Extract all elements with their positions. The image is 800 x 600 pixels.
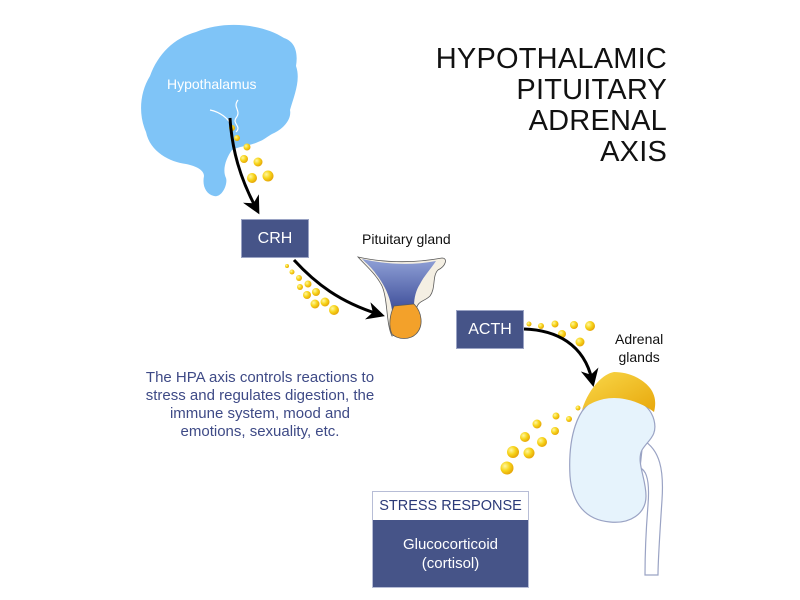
brain-silhouette <box>141 24 298 197</box>
arrow-crh-to-pituitary <box>292 258 385 320</box>
adrenal-label-line: Adrenal <box>615 331 664 347</box>
crh-release-dots <box>229 125 274 183</box>
pituitary-gland-label: Pituitary gland <box>362 231 451 247</box>
title-line: PITUITARY <box>516 74 667 106</box>
adrenal-gland-shape <box>582 372 656 412</box>
adrenal-glands-label: Adrenal glands <box>615 330 663 366</box>
hypothalamus-label: Hypothalamus <box>167 76 257 92</box>
arrow-acth-to-adrenal <box>523 327 599 388</box>
kidney-shape <box>569 395 656 523</box>
crh-box: CRH <box>242 220 308 257</box>
title-line: AXIS <box>600 136 667 168</box>
title-line: ADRENAL <box>528 105 667 137</box>
title-line: HYPOTHALAMIC <box>435 43 667 75</box>
cortisol-label: (cortisol) <box>421 554 480 572</box>
arrow-hypothalamus-to-crh <box>228 117 260 215</box>
stress-response-box: STRESS RESPONSE Glucocorticoid (cortisol… <box>372 491 529 588</box>
adrenal-label-line: glands <box>618 349 660 365</box>
ureter-shape <box>639 439 664 576</box>
acth-label: ACTH <box>468 320 512 338</box>
diagram-title: HYPOTHALAMIC PITUITARY ADRENAL AXIS <box>436 44 667 168</box>
pituitary-gland-shape <box>356 256 446 339</box>
acth-box: ACTH <box>457 311 523 348</box>
crh-label: CRH <box>257 229 293 247</box>
cortisol-dots <box>500 405 581 475</box>
hpa-description: The HPA axis controls reactions to stres… <box>145 369 375 440</box>
acth-dots <box>526 320 595 347</box>
crh-dots <box>285 264 339 315</box>
glucocorticoid-label: Glucocorticoid <box>402 535 499 553</box>
stress-response-heading: STRESS RESPONSE <box>379 498 522 514</box>
stress-response-body: Glucocorticoid (cortisol) <box>373 520 528 587</box>
